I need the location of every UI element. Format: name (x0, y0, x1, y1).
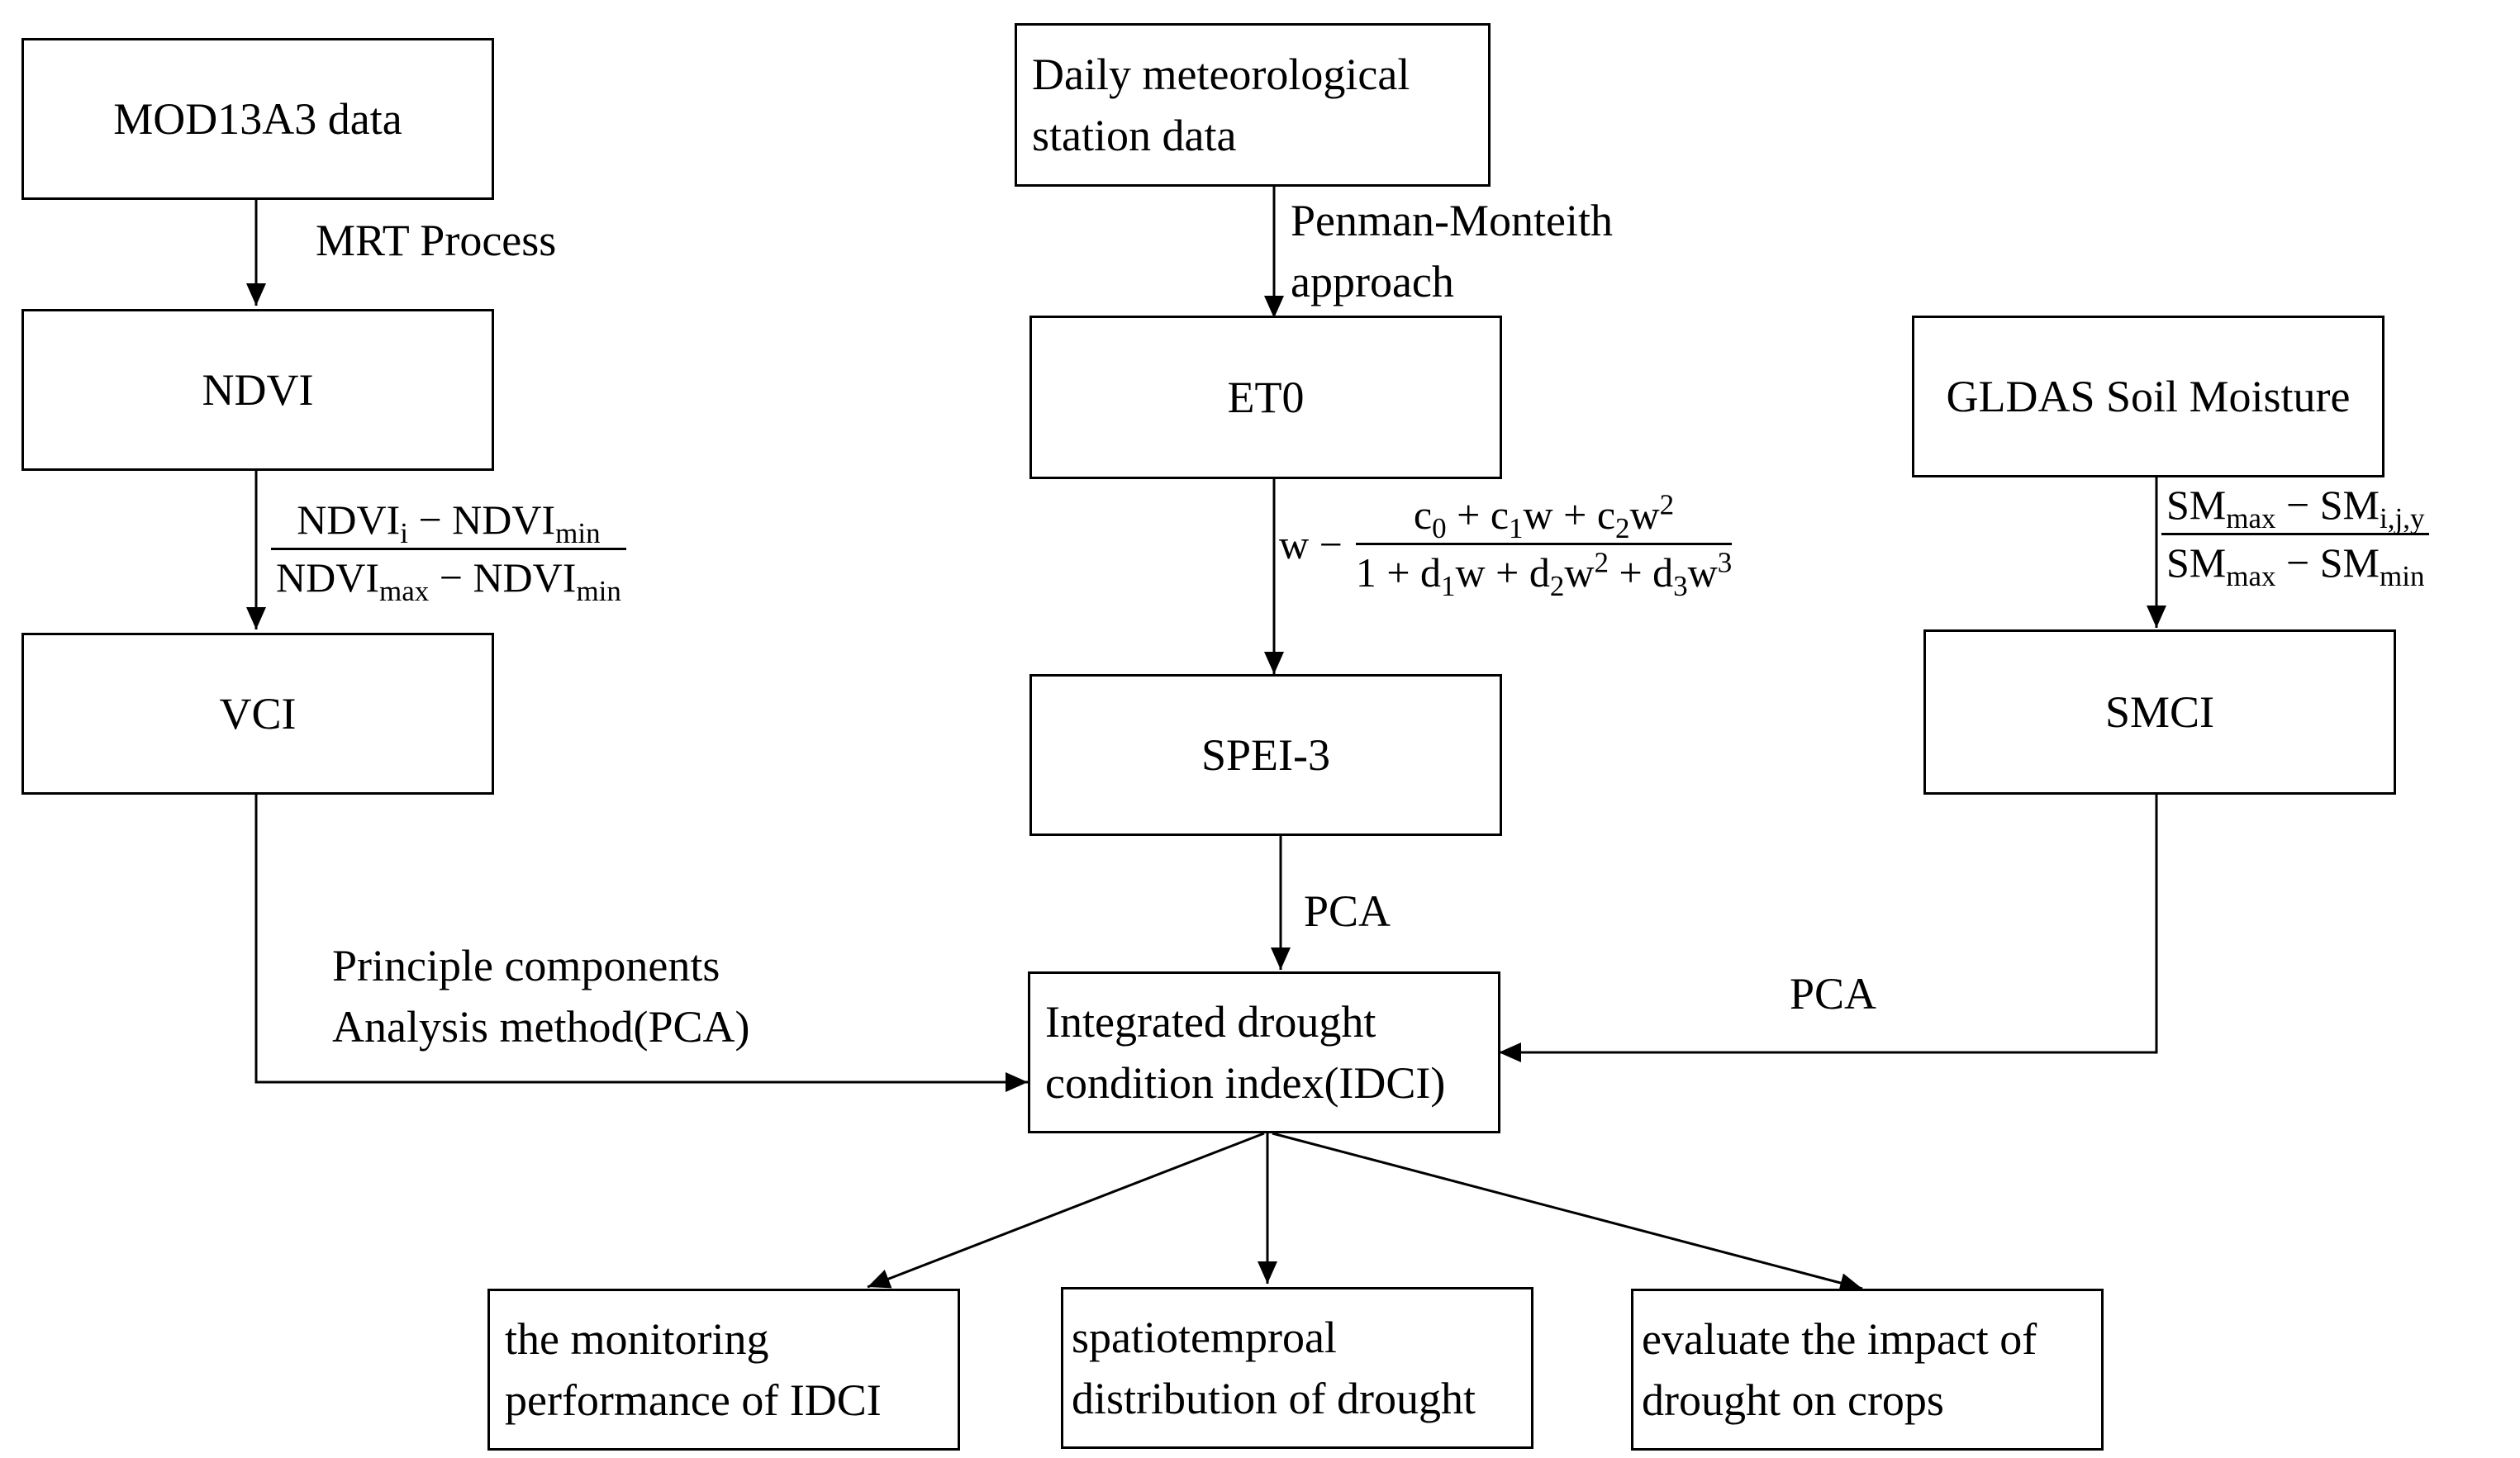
formula-spei-denominator: 1 + d1w + d2w2 + d3w3 (1355, 548, 1732, 601)
formula-token: 1 + d (1355, 549, 1442, 596)
formula-vci-denominator: NDVImax − NDVImin (271, 554, 626, 606)
formula-token: w (1687, 549, 1718, 596)
node-daily-meteorological-data: Daily meteorological station data (1015, 23, 1491, 187)
label-pca-smci: PCA (1790, 969, 1877, 1019)
formula-spei: w − c0 + c1w + c2w2 1 + d1w + d2w2 + d3w… (1279, 490, 1733, 601)
node-et0: ET0 (1029, 316, 1502, 479)
formula-token: 1 (1441, 570, 1456, 602)
formula-token: 2 (1615, 512, 1630, 544)
formula-token: w (1629, 492, 1660, 538)
formula-token: − SM (2275, 539, 2380, 586)
node-smci: SMCI (1923, 629, 2396, 795)
label-penman-monteith: Penman-Monteith approach (1291, 196, 1613, 306)
formula-smci: SMmax − SMi,j,y SMmax − SMmin (2161, 482, 2430, 591)
formula-token: w + d (1455, 549, 1550, 596)
formula-token: 2 (1594, 546, 1609, 579)
formula-token: + c (1446, 492, 1510, 538)
arrow-smci-to-idci (1499, 795, 2158, 1062)
formula-smci-numerator: SMmax − SMi,j,y (2161, 482, 2429, 534)
formula-token: w + c (1523, 492, 1616, 538)
formula-token: 3 (1717, 546, 1733, 579)
fraction-bar (2161, 533, 2430, 535)
formula-token: 1 (1509, 512, 1524, 544)
formula-token: w (1564, 549, 1595, 596)
formula-token: max (2226, 560, 2276, 592)
formula-vci: NDVIi − NDVImin NDVImax − NDVImin (271, 496, 626, 606)
node-spatiotemporal-distribution: spatiotemproal distribution of drought (1061, 1287, 1533, 1449)
fraction-bar (1355, 543, 1733, 545)
formula-token: i (400, 517, 408, 549)
label-pca-spei: PCA (1304, 886, 1391, 936)
formula-token: 2 (1659, 488, 1675, 521)
formula-token: max (2226, 502, 2276, 534)
node-mod13a3: MOD13A3 data (21, 38, 494, 200)
arrow-vci-to-idci (254, 795, 1028, 1092)
formula-vci-numerator: NDVIi − NDVImin (292, 496, 605, 549)
formula-token: NDVI (276, 554, 379, 601)
node-idci: Integrated drought condition index(IDCI) (1028, 971, 1500, 1133)
node-spei3: SPEI-3 (1029, 674, 1502, 836)
formula-token: NDVI (297, 496, 401, 543)
formula-token: SM (2166, 482, 2227, 528)
formula-token: i,j,y (2380, 502, 2425, 534)
label-pca-method: Principle components Analysis method(PCA… (332, 941, 750, 1052)
formula-token: c (1413, 492, 1433, 538)
node-gldas-soil-moisture: GLDAS Soil Moisture (1912, 316, 2384, 477)
formula-spei-numerator: c0 + c1w + c2w2 (1413, 490, 1674, 543)
node-evaluate-impact: evaluate the impact of drought on crops (1631, 1289, 2104, 1451)
formula-token: min (2380, 560, 2425, 592)
formula-token: max (378, 575, 430, 607)
label-mrt-process: MRT Process (316, 216, 557, 265)
formula-token: + d (1608, 549, 1674, 596)
formula-token: min (555, 517, 601, 549)
formula-token: − SM (2275, 482, 2380, 528)
formula-token: − NDVI (407, 496, 556, 543)
formula-token: 2 (1549, 570, 1565, 602)
fraction-bar (271, 548, 626, 550)
formula-token: 0 (1432, 512, 1447, 544)
arrow-idci-to-evaluate (1272, 1132, 1863, 1293)
formula-token: − NDVI (429, 554, 577, 601)
formula-token: 3 (1673, 570, 1688, 602)
node-vci: VCI (21, 633, 494, 795)
arrow-idci-to-monitoring (867, 1132, 1265, 1289)
node-monitoring-performance: the monitoring performance of IDCI (487, 1289, 960, 1451)
formula-token: min (576, 575, 621, 607)
node-ndvi: NDVI (21, 309, 494, 471)
formula-spei-prefix: w − (1279, 520, 1343, 568)
formula-token: SM (2166, 539, 2227, 586)
formula-smci-denominator: SMmax − SMmin (2161, 539, 2429, 591)
formula-spei-fraction: c0 + c1w + c2w2 1 + d1w + d2w2 + d3w3 (1355, 490, 1733, 601)
